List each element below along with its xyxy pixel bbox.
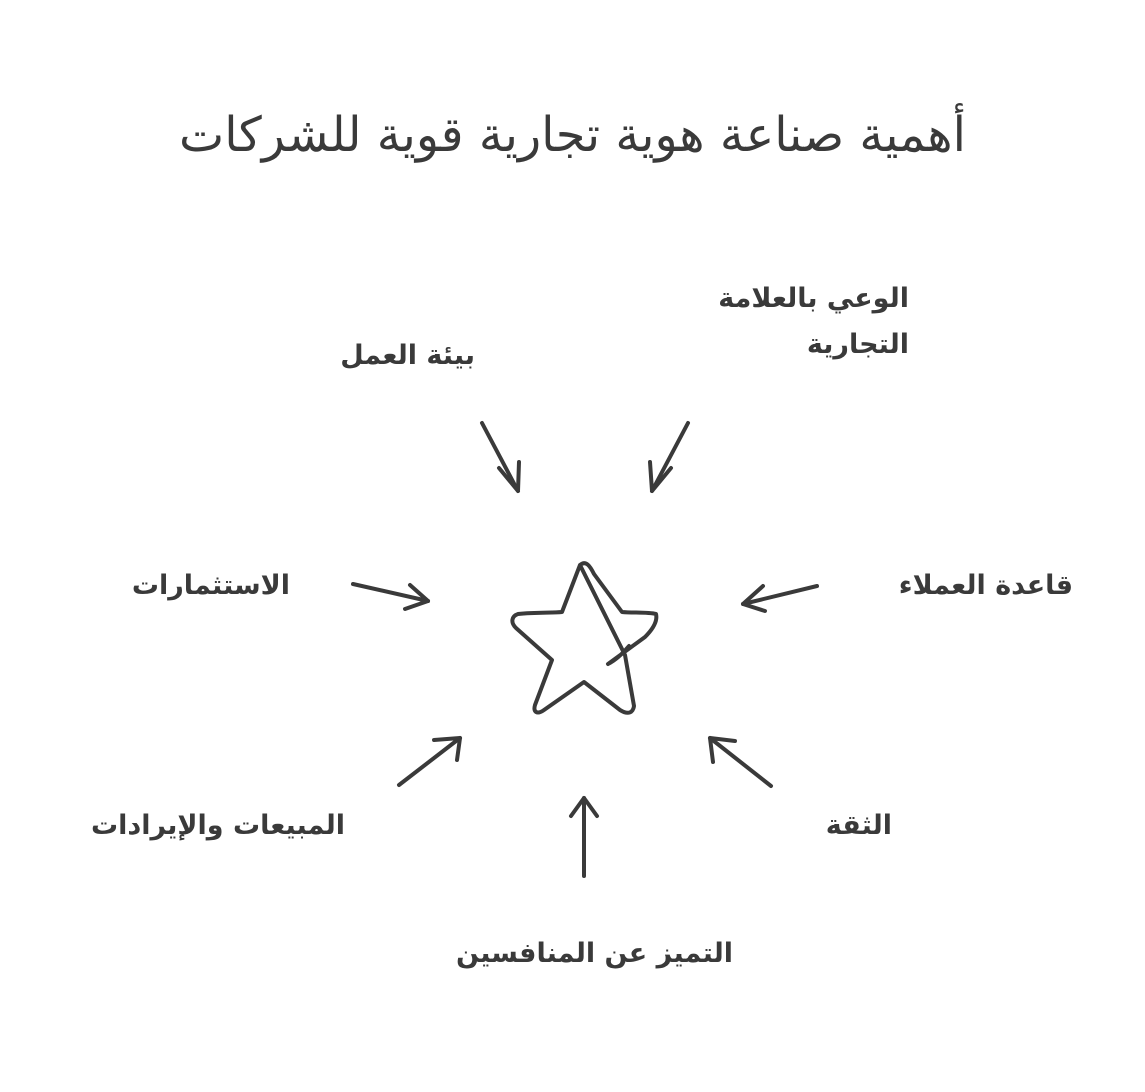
arrow-trust — [708, 736, 773, 788]
label-distinction: التميز عن المنافسين — [455, 938, 733, 969]
arrow-sales-revenue — [397, 736, 462, 787]
arrow-distinction — [569, 796, 599, 878]
arrow-work-environment — [480, 421, 521, 493]
label-brand-awareness: الوعي بالعلامة التجارية — [718, 283, 909, 360]
label-trust: الثقة — [825, 810, 892, 841]
label-sales-revenue: المبيعات والإيرادات — [90, 810, 345, 841]
arrow-investments — [351, 582, 430, 611]
label-work-environment: بيئة العمل — [340, 340, 475, 371]
diagram-title: أهمية صناعة هوية تجارية قوية للشركات — [179, 107, 966, 163]
arrow-customer-base — [741, 584, 819, 613]
arrow-brand-awareness — [648, 421, 690, 493]
label-investments: الاستثمارات — [131, 570, 290, 601]
label-customer-base: قاعدة العملاء — [898, 570, 1073, 601]
star-icon — [510, 561, 659, 715]
